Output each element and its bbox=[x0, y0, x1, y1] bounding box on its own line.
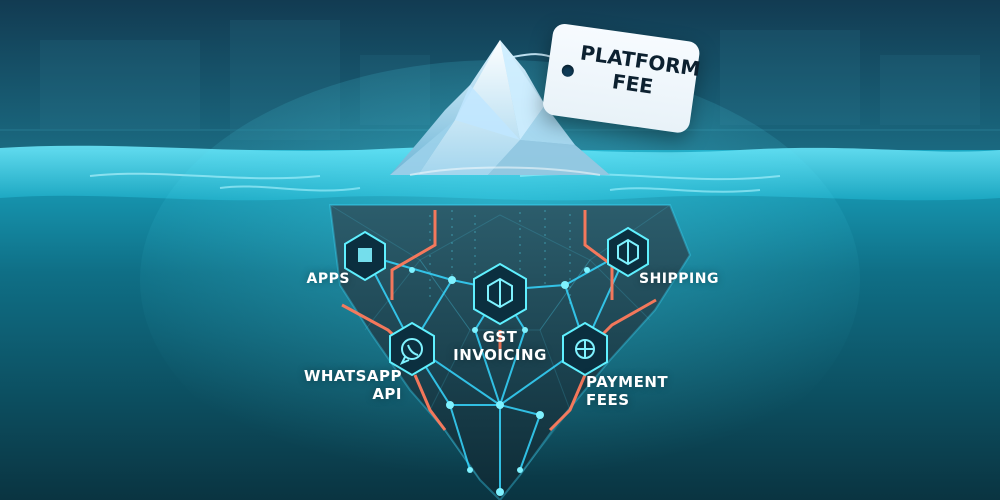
iceberg-tip bbox=[390, 40, 610, 176]
label-whatsapp-line-2: API bbox=[372, 385, 402, 403]
node-payment-icon bbox=[562, 321, 608, 377]
label-shipping: SHIPPING bbox=[639, 271, 729, 287]
label-apps: APPS bbox=[300, 271, 350, 287]
node-shipping-icon bbox=[607, 226, 649, 278]
label-shipping-text: SHIPPING bbox=[639, 271, 719, 287]
node-whatsapp-icon bbox=[389, 321, 435, 377]
label-gst-line-2: INVOICING bbox=[453, 346, 547, 364]
label-whatsapp-line-1: WHATSAPP bbox=[303, 367, 402, 385]
underwater-iceberg bbox=[328, 204, 692, 500]
label-apps-text: APPS bbox=[306, 271, 350, 287]
label-whatsapp-api: WHATSAPP API bbox=[300, 367, 402, 403]
tag-hole bbox=[561, 64, 575, 78]
network-nodes bbox=[409, 267, 590, 496]
tag-text: PLATFORM FEE bbox=[575, 40, 702, 103]
label-payment-line-1: PAYMENT bbox=[586, 373, 669, 391]
label-payment-line-2: FEES bbox=[586, 391, 630, 409]
label-gst-line-1: GST bbox=[482, 328, 518, 346]
label-gst-invoicing: GST INVOICING bbox=[452, 328, 548, 364]
node-apps-icon bbox=[344, 230, 386, 282]
label-payment-fees: PAYMENT FEES bbox=[586, 373, 686, 409]
node-gst-icon bbox=[473, 262, 527, 326]
